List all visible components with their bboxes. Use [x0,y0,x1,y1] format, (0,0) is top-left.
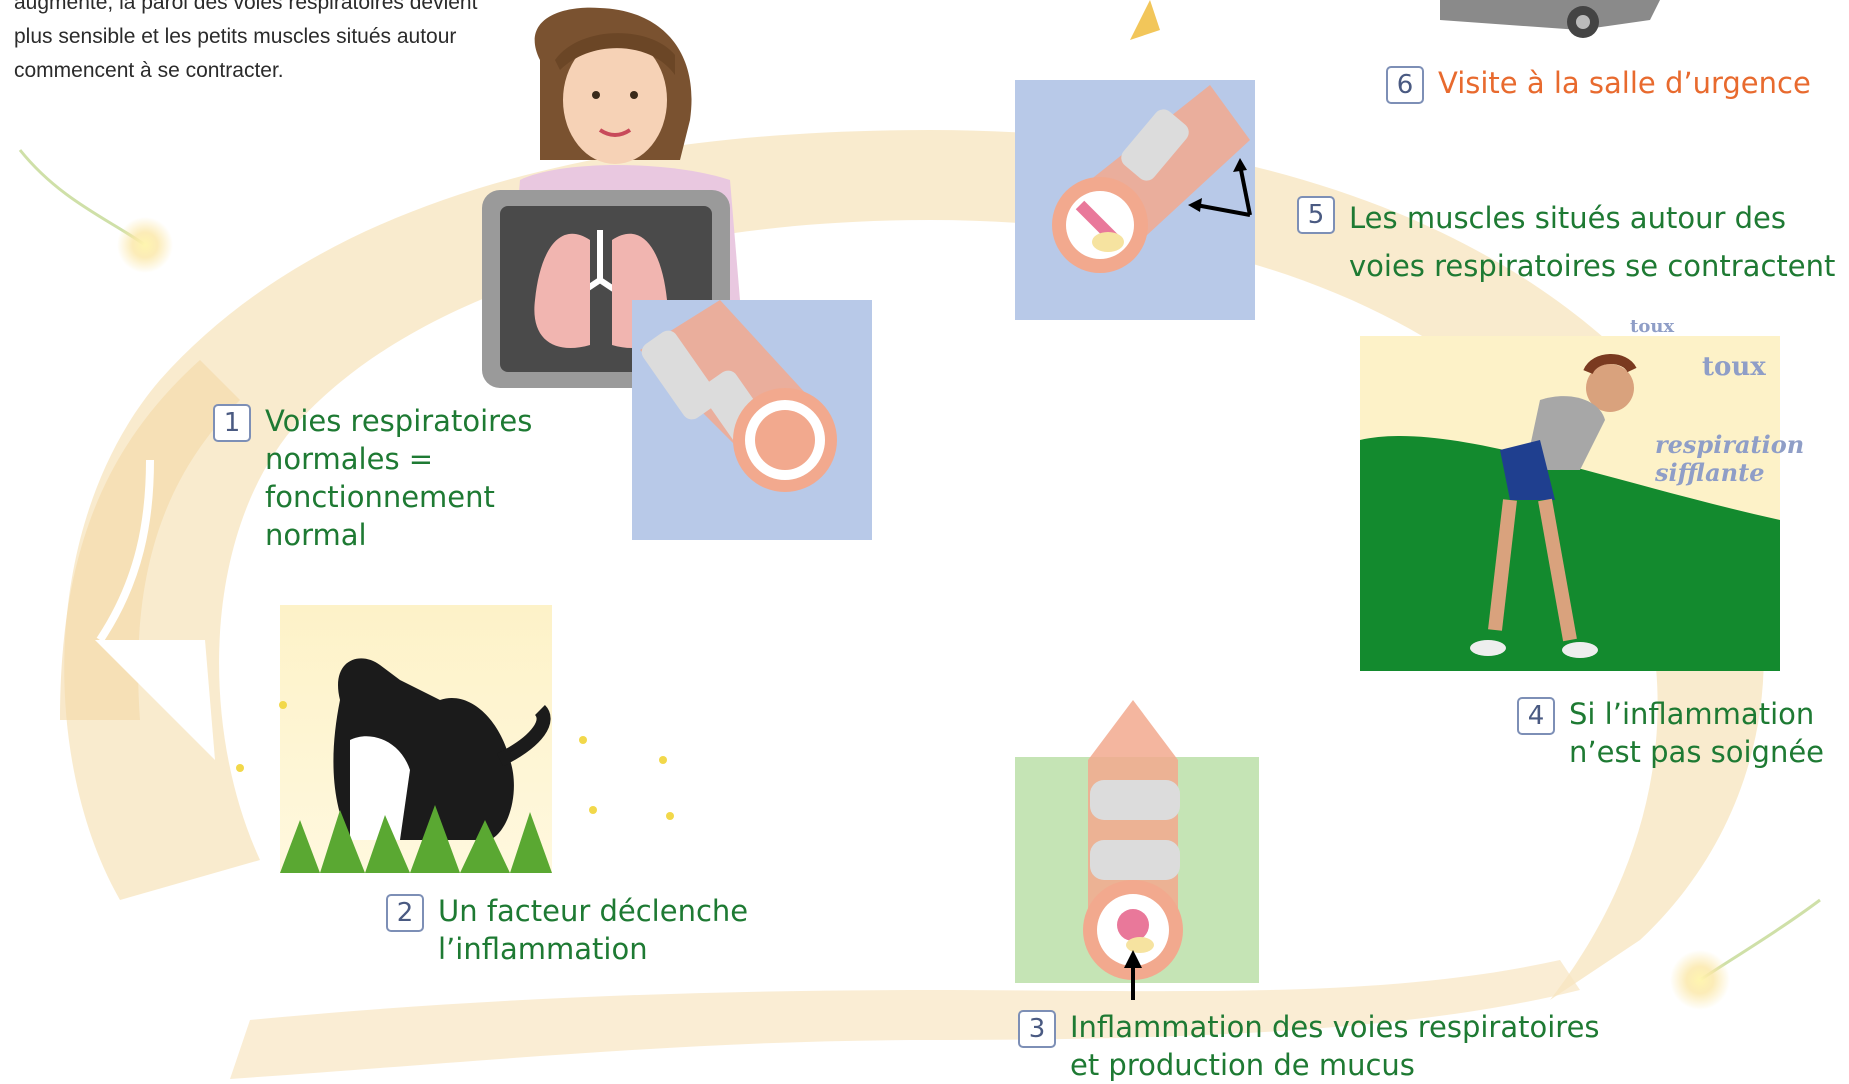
step-2-line: Un facteur déclenche [438,892,748,930]
constricted-airway-icon [1015,80,1255,320]
step-6-line: Visite à la salle d’urgence [1438,64,1811,102]
step-2-line: l’inflammation [438,930,748,968]
step-3-line: Inflammation des voies respiratoires [1070,1008,1600,1046]
cycle-arrowhead-right [1480,760,1640,880]
step-2-label: 2 Un facteur déclenche l’inflammation [386,892,748,968]
wheeze-text-line2: sifflante [1655,458,1765,487]
cough-text-small: toux [1630,316,1674,337]
intro-paragraph: augmente, la paroi des voies respiratoir… [14,0,534,88]
step-2-number: 2 [386,894,424,932]
step-1-line: normales = [265,440,532,478]
step-5-number: 5 [1297,196,1335,234]
step-1-label: 1 Voies respiratoires normales = fonctio… [213,402,532,554]
cat-in-grass-illustration [236,605,674,873]
step-6-number: 6 [1386,66,1424,104]
step-1-line: Voies respiratoires [265,402,532,440]
normal-airway-icon [632,300,872,540]
step-4-line: Si l’inflammation [1569,695,1824,733]
inflamed-airway-icon [1015,700,1259,1000]
step-5-line: voies respiratoires se contractent [1349,242,1835,290]
coughing-man-illustration [1360,336,1780,671]
step-3-label: 3 Inflammation des voies respiratoires e… [1018,1008,1600,1084]
cough-text-large: toux [1702,352,1766,382]
intro-line: plus sensible et les petits muscles situ… [14,20,534,54]
ambulance-icon [1440,0,1660,38]
step-1-line: normal [265,516,532,554]
intro-line: augmente, la paroi des voies respiratoir… [14,0,534,20]
step-4-label: 4 Si l’inflammation n’est pas soignée [1517,695,1824,771]
step-1-number: 1 [213,404,251,442]
step-6-label: 6 Visite à la salle d’urgence [1386,64,1811,104]
intro-line: commencent à se contracter. [14,54,534,88]
step-3-line: et production de mucus [1070,1046,1600,1084]
wheeze-text-line1: respiration [1655,430,1804,459]
step-3-number: 3 [1018,1010,1056,1048]
step-5-line: Les muscles situés autour des [1349,194,1835,242]
step-1-line: fonctionnement [265,478,532,516]
step-5-label: 5 Les muscles situés autour des voies re… [1297,194,1835,290]
step-4-line: n’est pas soignée [1569,733,1824,771]
step-4-number: 4 [1517,697,1555,735]
